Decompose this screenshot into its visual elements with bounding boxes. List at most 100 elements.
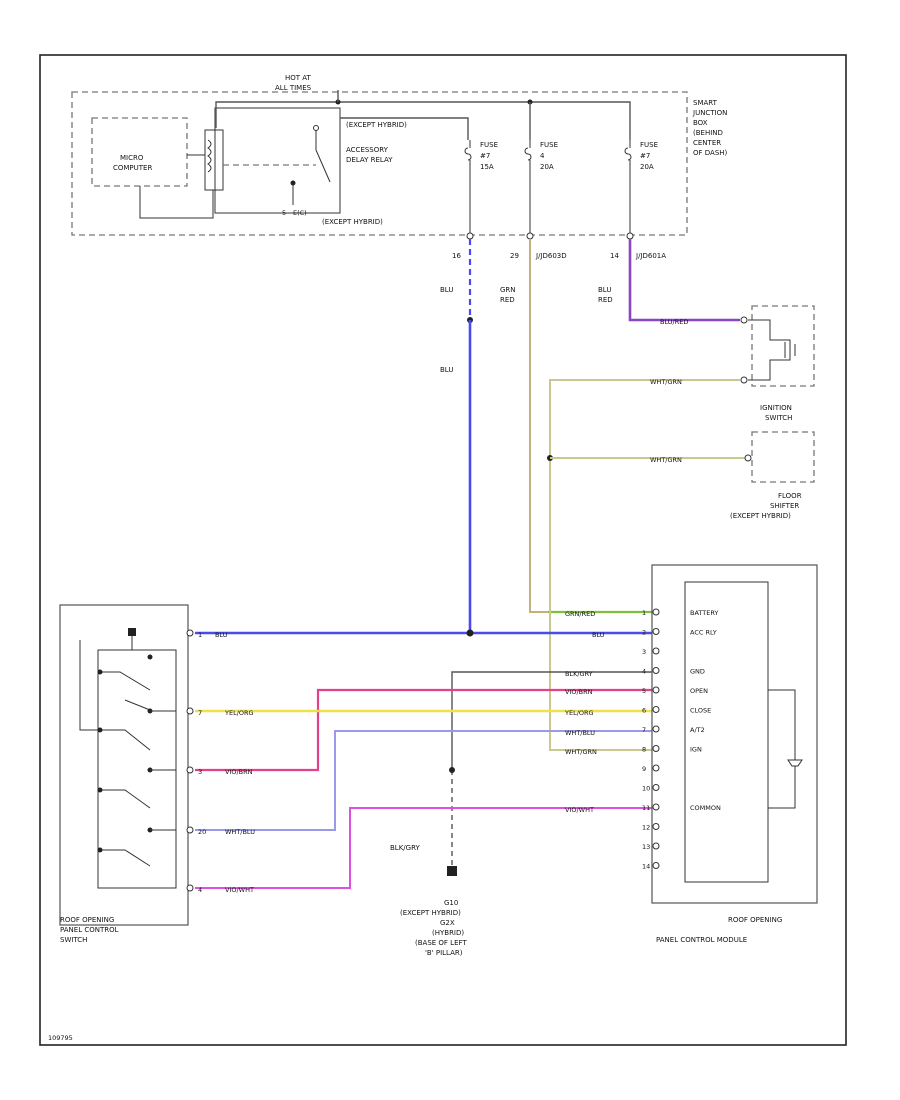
svg-text:(EXCEPT HYBRID): (EXCEPT HYBRID) (730, 512, 791, 520)
wht-grn-label-2: WHT/GRN (650, 456, 682, 464)
wire-wht-blu (195, 730, 652, 831)
relay-label-1: ACCESSORY (346, 146, 389, 154)
svg-text:4: 4 (198, 886, 202, 894)
svg-text:(EXCEPT HYBRID): (EXCEPT HYBRID) (400, 909, 461, 917)
module-pin-2 (652, 628, 660, 635)
fuse-1: FUSE #7 15A (464, 140, 498, 235)
svg-text:IGNITION: IGNITION (760, 404, 792, 412)
switch-vio-brn-label: VIO/BRN (225, 768, 253, 776)
grn-red-label-3: GRN/RED (565, 610, 595, 618)
ignition-switch-box (751, 305, 815, 387)
module-pin-12 (652, 823, 660, 830)
module-pin-14 (652, 862, 660, 869)
module-pin-name-11: COMMON (690, 804, 721, 812)
switch-label-1: ROOF OPENING (60, 916, 114, 924)
blu-red-label-2: RED (598, 296, 613, 304)
roof-switch-box (59, 604, 189, 926)
module-pin-10 (652, 784, 660, 791)
svg-text:SWITCH: SWITCH (765, 414, 792, 422)
fuse-2: FUSE 4 20A (524, 140, 558, 235)
relay-pin-5: 5 (282, 209, 286, 217)
module-yel-org-label: YEL/ORG (564, 709, 594, 717)
module-pin-num-1: 1 (642, 609, 646, 617)
micro-computer-label-2: COMPUTER (113, 164, 152, 172)
grn-red-label-1: GRN (500, 286, 516, 294)
module-pin-num-12: 12 (642, 824, 650, 832)
svg-text:#7: #7 (480, 152, 490, 160)
blu-red-label-1: BLU (598, 286, 611, 294)
wire-wht-grn (549, 379, 740, 751)
relay-pin-eq: E(C) (293, 209, 307, 217)
svg-text:G2X: G2X (440, 919, 455, 927)
wire-blu-label-2: BLU (440, 366, 453, 374)
module-pin-num-5: 5 (642, 687, 646, 695)
relay-contact-pin (313, 125, 319, 131)
blk-gry-label-2: BLK/GRY (390, 844, 420, 852)
module-pin-name-2: ACC RLY (690, 629, 717, 637)
relay-box (214, 107, 341, 214)
module-blu-label: BLU (592, 631, 605, 639)
jb-label-6: OF DASH) (693, 149, 728, 157)
module-pin-num-11: 11 (642, 804, 650, 812)
module-pin-name-1: BATTERY (690, 609, 718, 617)
wire-blk-gry (451, 671, 652, 770)
grn-red-label-2: RED (500, 296, 515, 304)
fuse-3: FUSE #7 20A (624, 140, 658, 235)
blu-junction (466, 629, 474, 637)
module-pin-5 (652, 686, 660, 694)
wire-vio-brn (195, 688, 652, 772)
svg-text:7: 7 (198, 709, 202, 717)
module-pin-num-9: 9 (642, 765, 646, 773)
switch-wht-blu-label: WHT/BLU (225, 828, 255, 836)
module-pin-num-14: 14 (642, 863, 650, 871)
module-vio-wht-label: VIO/WHT (565, 806, 594, 814)
svg-text:20: 20 (198, 828, 206, 836)
diagram-frame (39, 54, 847, 1046)
hot-label: HOT AT (285, 74, 312, 82)
module-pin-num-8: 8 (642, 746, 646, 754)
switch-label-2: PANEL CONTROL (60, 926, 119, 934)
relay-lower-dot (290, 180, 296, 186)
micro-computer-label-1: MICRO (120, 154, 144, 162)
jb-label-2: JUNCTION (692, 109, 727, 117)
ground-terminal (447, 866, 457, 876)
svg-text:SHIFTER: SHIFTER (770, 502, 799, 510)
module-pin-num-10: 10 (642, 785, 650, 793)
svg-text:FUSE: FUSE (640, 141, 658, 149)
roof-module-box (651, 564, 818, 904)
coil-ground-path (139, 186, 214, 219)
module-pin-num-7: 7 (642, 726, 646, 734)
module-wht-grn-label: WHT/GRN (565, 748, 597, 756)
conn-1-label: J/JD603D (535, 252, 567, 260)
module-pin-name-7: A/T2 (690, 726, 705, 734)
svg-text:FUSE: FUSE (540, 141, 558, 149)
diagram-id: 109795 (48, 1034, 73, 1042)
module-pin-4 (652, 667, 660, 674)
blu-red-label-3: BLU/RED (660, 318, 688, 326)
roof-switch (59, 604, 189, 926)
module-pin-11 (652, 803, 660, 811)
module-wht-blu-label: WHT/BLU (565, 729, 595, 737)
module-pin-3 (652, 647, 660, 655)
wire-vio-wht (195, 807, 652, 889)
jb-label-1: SMART (693, 99, 718, 107)
module-pin-name-6: CLOSE (690, 707, 711, 715)
module-pin-num-13: 13 (642, 843, 650, 851)
junction-box-outline (71, 91, 688, 236)
svg-text:'B' PILLAR): 'B' PILLAR) (425, 949, 463, 957)
blk-gry-label-1: BLK/GRY (565, 670, 593, 678)
roof-module (651, 564, 818, 904)
svg-text:15A: 15A (480, 163, 494, 171)
module-pin-13 (652, 842, 660, 850)
svg-text:4: 4 (540, 152, 545, 160)
module-pin-name-4: GND (690, 668, 705, 676)
module-pin-num-3: 3 (642, 648, 646, 656)
relay-contact (315, 128, 331, 183)
module-pin-1 (652, 608, 660, 616)
module-vio-brn-label: VIO/BRN (565, 688, 593, 696)
switch-pins: 1 7 3 20 4 (186, 629, 206, 894)
floor-shifter: FLOOR SHIFTER (EXCEPT HYBRID) (730, 431, 815, 520)
relay-label-2: DELAY RELAY (346, 156, 393, 164)
